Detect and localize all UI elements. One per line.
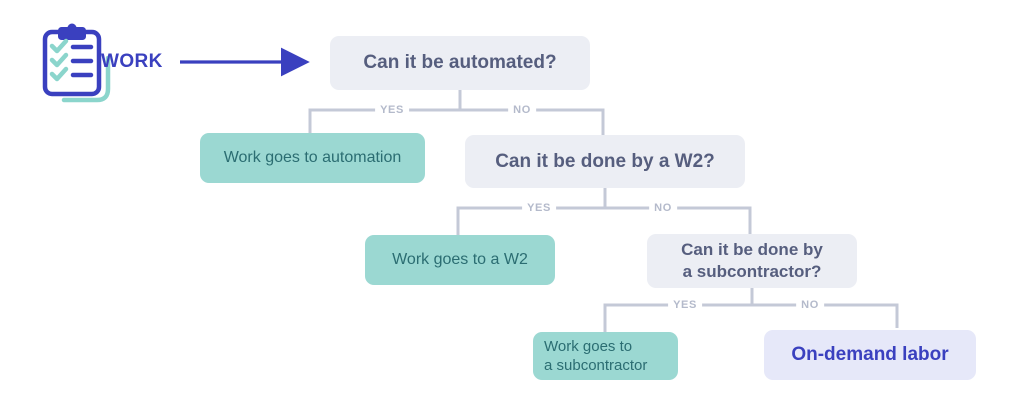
branch-label-no-3: NO: [796, 299, 824, 311]
outcome-work-goes-to-w2: Work goes to a W2: [365, 235, 555, 285]
branch-3-lines: [603, 288, 899, 332]
branch-label-no-2: NO: [649, 202, 677, 214]
branch-label-no-1: NO: [508, 104, 536, 116]
branch-label-yes-3: YES: [668, 299, 702, 311]
question-can-it-be-automated: Can it be automated?: [330, 36, 590, 90]
outcome-on-demand-labor: On-demand labor: [764, 330, 976, 380]
branch-label-yes-1: YES: [375, 104, 409, 116]
outcome-work-goes-to-automation: Work goes to automation: [200, 133, 425, 183]
clipboard-checklist-icon: [38, 20, 116, 106]
branch-1-lines: [308, 90, 605, 135]
question-can-it-be-done-by-w2: Can it be done by a W2?: [465, 135, 745, 188]
branch-2-lines: [456, 188, 752, 235]
branch-label-yes-2: YES: [522, 202, 556, 214]
question-can-it-be-done-by-subcontractor: Can it be done by a subcontractor?: [647, 234, 857, 288]
work-source-label: WORK: [101, 51, 163, 72]
outcome-work-goes-to-subcontractor: Work goes to a subcontractor: [533, 332, 678, 380]
